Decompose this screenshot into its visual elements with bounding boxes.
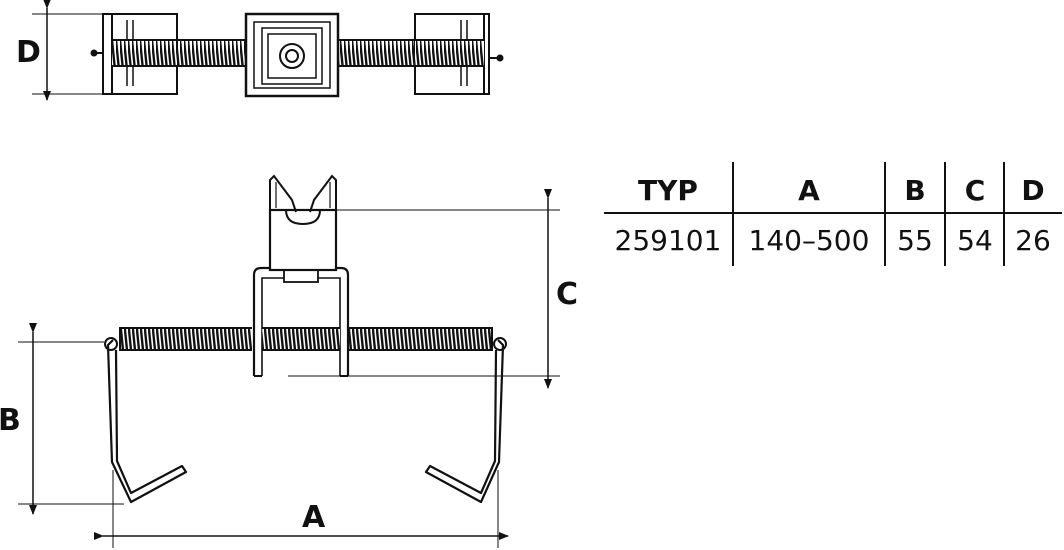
- table-header-a: A: [798, 174, 820, 207]
- table-row: 259101 140–500 55 54 26: [615, 224, 1051, 257]
- table-cell-a: 140–500: [749, 224, 870, 257]
- dimension-c-label: C: [556, 277, 578, 312]
- table-header-typ: TYP: [638, 174, 698, 207]
- front-view: [18, 174, 560, 548]
- top-center-clamp: [244, 12, 340, 98]
- dimension-d: [32, 0, 103, 101]
- top-view: [32, 0, 504, 101]
- top-left-end-cap: [102, 13, 178, 95]
- right-clip-arm: [424, 339, 505, 504]
- front-center-clamp: [252, 266, 350, 377]
- top-center-nut: [279, 43, 305, 69]
- dimension-a: [94, 470, 509, 548]
- table-header-b: B: [904, 174, 925, 207]
- table-header-c: C: [965, 174, 986, 207]
- front-center-nut: [283, 269, 319, 283]
- table-cell-typ: 259101: [615, 224, 722, 257]
- dimension-c: [288, 189, 560, 389]
- dimension-b: [18, 323, 124, 515]
- table-cell-d: 26: [1015, 224, 1051, 257]
- spec-table: TYP A B C D 259101 140–500 55 54 26: [604, 162, 1062, 266]
- dimension-d-label: D: [16, 35, 41, 70]
- table-cell-b: 55: [897, 224, 933, 257]
- dimension-a-label: A: [302, 500, 326, 535]
- dimension-b-label: B: [0, 403, 21, 438]
- table-cell-c: 54: [957, 224, 993, 257]
- front-top-holder: [268, 174, 338, 272]
- left-clip-arm: [106, 339, 188, 504]
- table-header-d: D: [1021, 174, 1044, 207]
- top-right-end-cap: [414, 13, 490, 95]
